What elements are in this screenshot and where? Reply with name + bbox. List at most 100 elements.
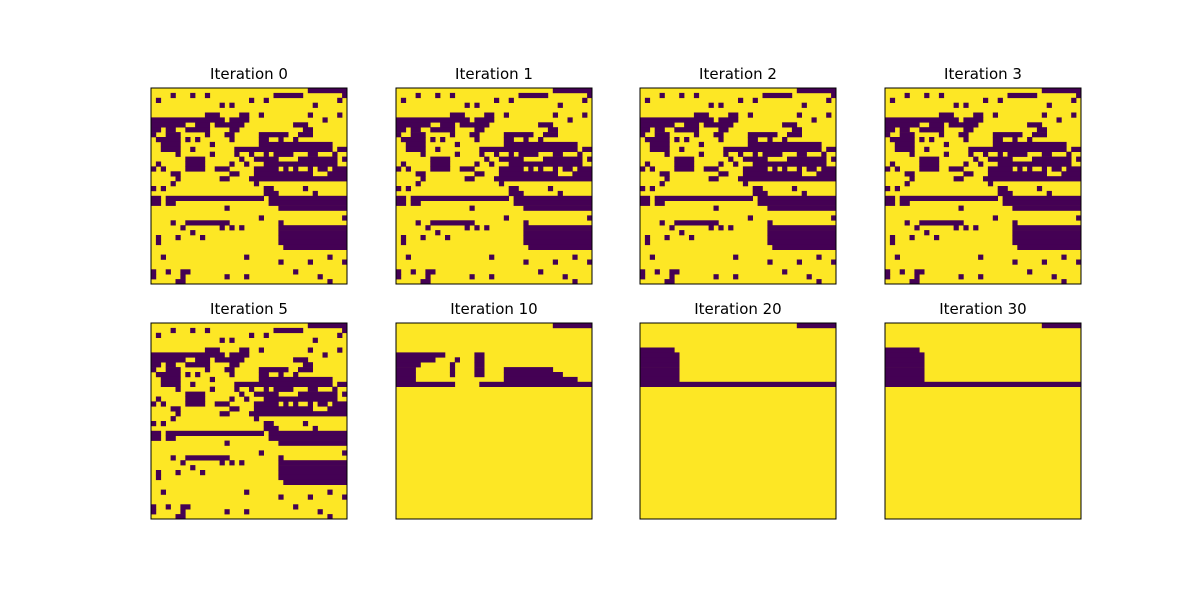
heatmap-cell-off [229,337,235,343]
heatmap-cell-off [170,406,181,412]
heatmap-cell-off [165,504,171,510]
heatmap-cell-off [396,166,402,172]
heatmap-cell-off [479,146,578,152]
heatmap-cell-off [454,151,460,157]
heatmap-cell-off [155,332,162,338]
heatmap-cell-off [322,352,328,358]
heatmap-cell-off [234,146,333,152]
heatmap-cell-off [151,117,225,123]
heatmap-cell-off [494,97,500,103]
heatmap-cell-off [415,220,421,226]
heatmap-cell-off [430,220,475,226]
heatmap-cell-off [342,327,348,334]
heatmap-cell-off [224,367,235,373]
heatmap-cell-off [659,181,665,187]
panel-title: Iteration 5 [210,300,288,318]
heatmap-cell-off [160,401,166,407]
heatmap-cell-off [513,195,593,201]
heatmap-cell-off [425,269,436,275]
heatmap-cell-off [987,181,994,187]
heatmap-cell-off [543,132,558,138]
heatmap-cell-off [806,166,817,172]
heatmap-cell-off [337,347,343,353]
heatmap-cell-off [948,122,979,128]
heatmap-cell-off [180,269,191,275]
heatmap-cell-off [214,166,230,172]
heatmap-cell-off [185,166,206,172]
heatmap-cell-off [992,141,1067,148]
heatmap-cell-off [273,92,304,99]
heatmap-cell-off [899,269,905,275]
heatmap-cell-off [885,122,920,128]
heatmap-cell-off [307,323,348,329]
panel-title: Iteration 0 [210,65,288,83]
heatmap-cell-off [224,132,235,138]
heatmap-cell-off [791,127,802,133]
heatmap-cell-off [449,112,465,118]
heatmap-cell-off [562,274,568,280]
heatmap-cell-off [474,357,485,363]
heatmap-cell-off [396,117,470,123]
heatmap-cell-off [508,161,583,167]
heatmap-cell-off [919,161,940,167]
heatmap-cell-off [342,215,348,221]
heatmap-cell-off [293,269,299,275]
heatmap-cell-off [968,146,1067,152]
heatmap-cell-off [175,514,186,520]
heatmap-cell-off [396,132,402,138]
heatmap-cell-off [258,347,264,353]
heatmap-cell-off [718,127,729,133]
heatmap-cell-off [151,186,157,192]
heatmap-cell-off [410,269,416,275]
heatmap-cell-off [317,274,323,280]
heatmap-cell-off [307,494,313,500]
heatmap-cell-off [469,274,475,280]
heatmap-cell-off [885,357,925,363]
heatmap-cell-off [1012,239,1082,246]
heatmap-cell-off [674,220,719,226]
heatmap-cell-off [943,141,949,148]
heatmap-cell-off [938,92,945,99]
heatmap-cell-off [449,362,456,368]
heatmap-cell-off [400,239,407,246]
heatmap-cell-off [718,102,724,108]
heatmap-cell-off [180,274,186,280]
heatmap-cell-off [185,391,206,397]
heatmap-cell-off [268,430,348,436]
heatmap-cell-off [992,137,1003,143]
heatmap-cell-off [885,352,925,358]
heatmap-cell-off [273,327,304,334]
heatmap-cell-off [767,220,773,226]
heatmap-cell-off [430,137,436,143]
heatmap-cell-off [239,156,245,162]
heatmap-cell-off [938,132,945,138]
heatmap-cell-off [733,254,739,260]
heatmap-cell-off [263,161,338,167]
heatmap-cell-off [258,112,264,118]
heatmap-cell-off [523,205,593,211]
heatmap-cell-off [508,190,524,197]
heatmap-cell-off [816,279,822,285]
heatmap-cell-off [796,88,837,94]
heatmap-cell-off [263,425,279,432]
heatmap-cell-off [649,186,655,192]
heatmap-cell-off [278,465,348,471]
heatmap-cell-off [209,386,215,392]
heatmap-cell-off [474,362,485,368]
heatmap-cell-off [151,274,157,280]
heatmap-cell-off [943,151,949,157]
heatmap-cell-off [190,146,196,152]
heatmap-cell-off [523,220,529,226]
heatmap-cell-off [229,102,235,108]
heatmap-cell-off [405,166,411,172]
heatmap-cell-off [175,235,181,241]
heatmap-cell-off [185,396,206,402]
heatmap-cell-off [317,166,328,172]
heatmap-cell-off [449,372,456,378]
panel-frame [884,87,1082,285]
heatmap-cell-off [1012,220,1018,226]
heatmap-cell-off [449,132,456,138]
heatmap-cell-off [307,166,313,172]
heatmap-cell-off [762,92,793,99]
heatmap-cell-off [229,127,240,133]
